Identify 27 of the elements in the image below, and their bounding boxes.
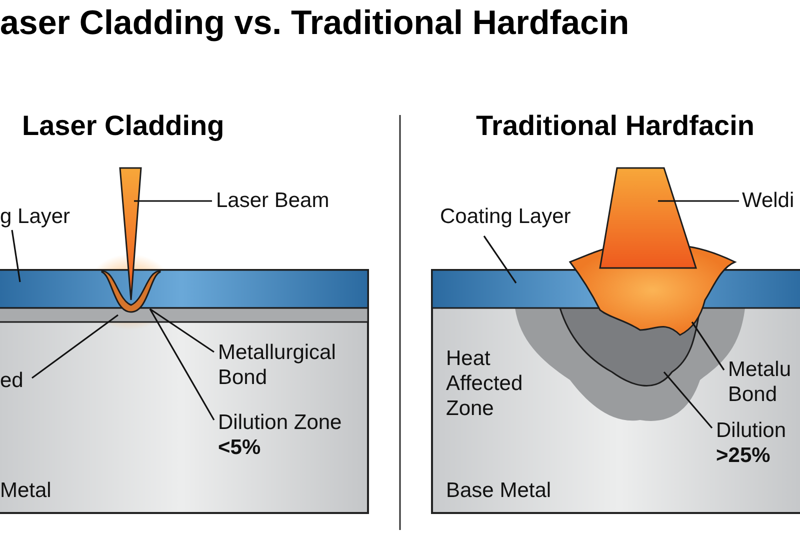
callout-label: Weldi bbox=[742, 188, 794, 213]
leader-line bbox=[32, 314, 118, 379]
part-label: Metal bbox=[0, 478, 52, 503]
callout-label: Coating Layer bbox=[440, 204, 571, 229]
leader-line bbox=[483, 236, 517, 284]
leader-line bbox=[11, 230, 21, 282]
melt-pool bbox=[101, 270, 161, 313]
leader-line bbox=[658, 200, 739, 202]
callout-label: g Layer bbox=[0, 204, 70, 229]
callout-label: Metallurgical Bond bbox=[218, 340, 358, 390]
part-label: Base Metal bbox=[446, 478, 552, 503]
callout-label: ed bbox=[0, 368, 24, 393]
heat-affected-strip bbox=[0, 307, 369, 323]
welding-arc bbox=[599, 167, 698, 269]
callout-label: Dilution >25% bbox=[716, 418, 786, 468]
leader-line bbox=[150, 308, 214, 353]
leader-line bbox=[149, 308, 215, 420]
panel-title: Laser Cladding bbox=[22, 110, 224, 142]
diagram-title: aser Cladding vs. Traditional Hardfacin bbox=[0, 4, 630, 43]
callout-label: Dilution Zone <5% bbox=[218, 410, 342, 460]
laser-beam bbox=[119, 167, 142, 301]
part-label: Heat Affected Zone bbox=[446, 346, 524, 421]
panel-title: Traditional Hardfacin bbox=[476, 110, 754, 142]
leader-line bbox=[134, 200, 212, 202]
callout-label: Laser Beam bbox=[216, 188, 330, 213]
leader-line bbox=[663, 371, 713, 429]
callout-label: Metalu Bond bbox=[728, 357, 798, 407]
